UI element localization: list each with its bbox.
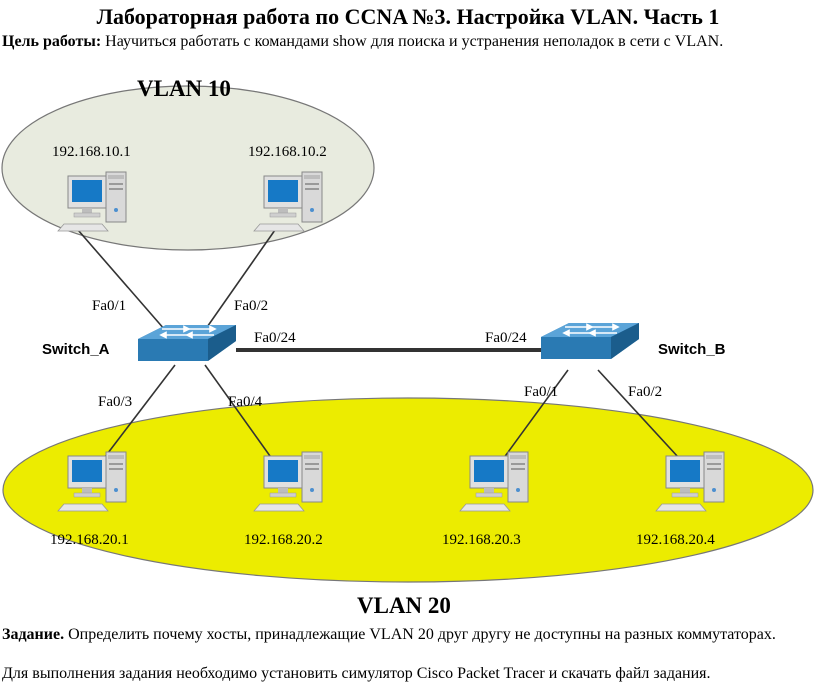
task-label: Задание. bbox=[2, 626, 65, 643]
task-paragraph: Задание. Определить почему хосты, принад… bbox=[2, 624, 802, 645]
port-label: Fa0/24 bbox=[254, 330, 296, 346]
switch-a-icon bbox=[137, 324, 237, 362]
port-label: Fa0/2 bbox=[628, 384, 662, 400]
port-label: Fa0/2 bbox=[234, 298, 268, 314]
network-diagram: Switch_A Switch_B 192.168.10.1 192.168.1… bbox=[1, 76, 814, 618]
instruction-paragraph: Для выполнения задания необходимо устано… bbox=[2, 665, 711, 682]
port-label: Fa0/3 bbox=[98, 394, 132, 410]
port-label: Fa0/1 bbox=[524, 384, 558, 400]
host-ip-label: 192.168.20.2 bbox=[244, 532, 323, 548]
port-label: Fa0/4 bbox=[228, 394, 263, 410]
host-ip-label: 192.168.20.1 bbox=[50, 532, 129, 548]
switch-b-icon bbox=[540, 322, 640, 360]
link-h4-switch-a bbox=[204, 364, 281, 471]
page-title: Лабораторная работа по CCNA №3. Настройк… bbox=[96, 4, 720, 29]
switch-a-label: Switch_A bbox=[42, 341, 110, 358]
goal-text: Научиться работать с командами show для … bbox=[101, 33, 724, 50]
link-h6-switch-b bbox=[597, 369, 691, 471]
goal-paragraph: Цель работы: Научиться работать с команд… bbox=[2, 31, 802, 52]
goal-label: Цель работы: bbox=[2, 33, 102, 50]
host-ip-label: 192.168.20.3 bbox=[442, 532, 521, 548]
vlan10-label: VLAN 10 bbox=[137, 76, 231, 101]
link-h2-switch-a bbox=[204, 229, 276, 331]
host-ip-label: 192.168.10.2 bbox=[248, 144, 327, 160]
port-label: Fa0/24 bbox=[485, 330, 527, 346]
task-text: Определить почему хосты, принадлежащие V… bbox=[64, 626, 776, 643]
vlan20-area bbox=[2, 397, 814, 583]
host-ip-label: 192.168.10.1 bbox=[52, 144, 131, 160]
link-h1-switch-a bbox=[77, 229, 166, 331]
host-ip-label: 192.168.20.4 bbox=[636, 532, 715, 548]
link-h5-switch-b bbox=[494, 369, 569, 471]
port-label: Fa0/1 bbox=[92, 298, 126, 314]
vlan10-area bbox=[1, 85, 375, 251]
switch-b-label: Switch_B bbox=[658, 341, 726, 358]
vlan20-label: VLAN 20 bbox=[357, 593, 451, 618]
